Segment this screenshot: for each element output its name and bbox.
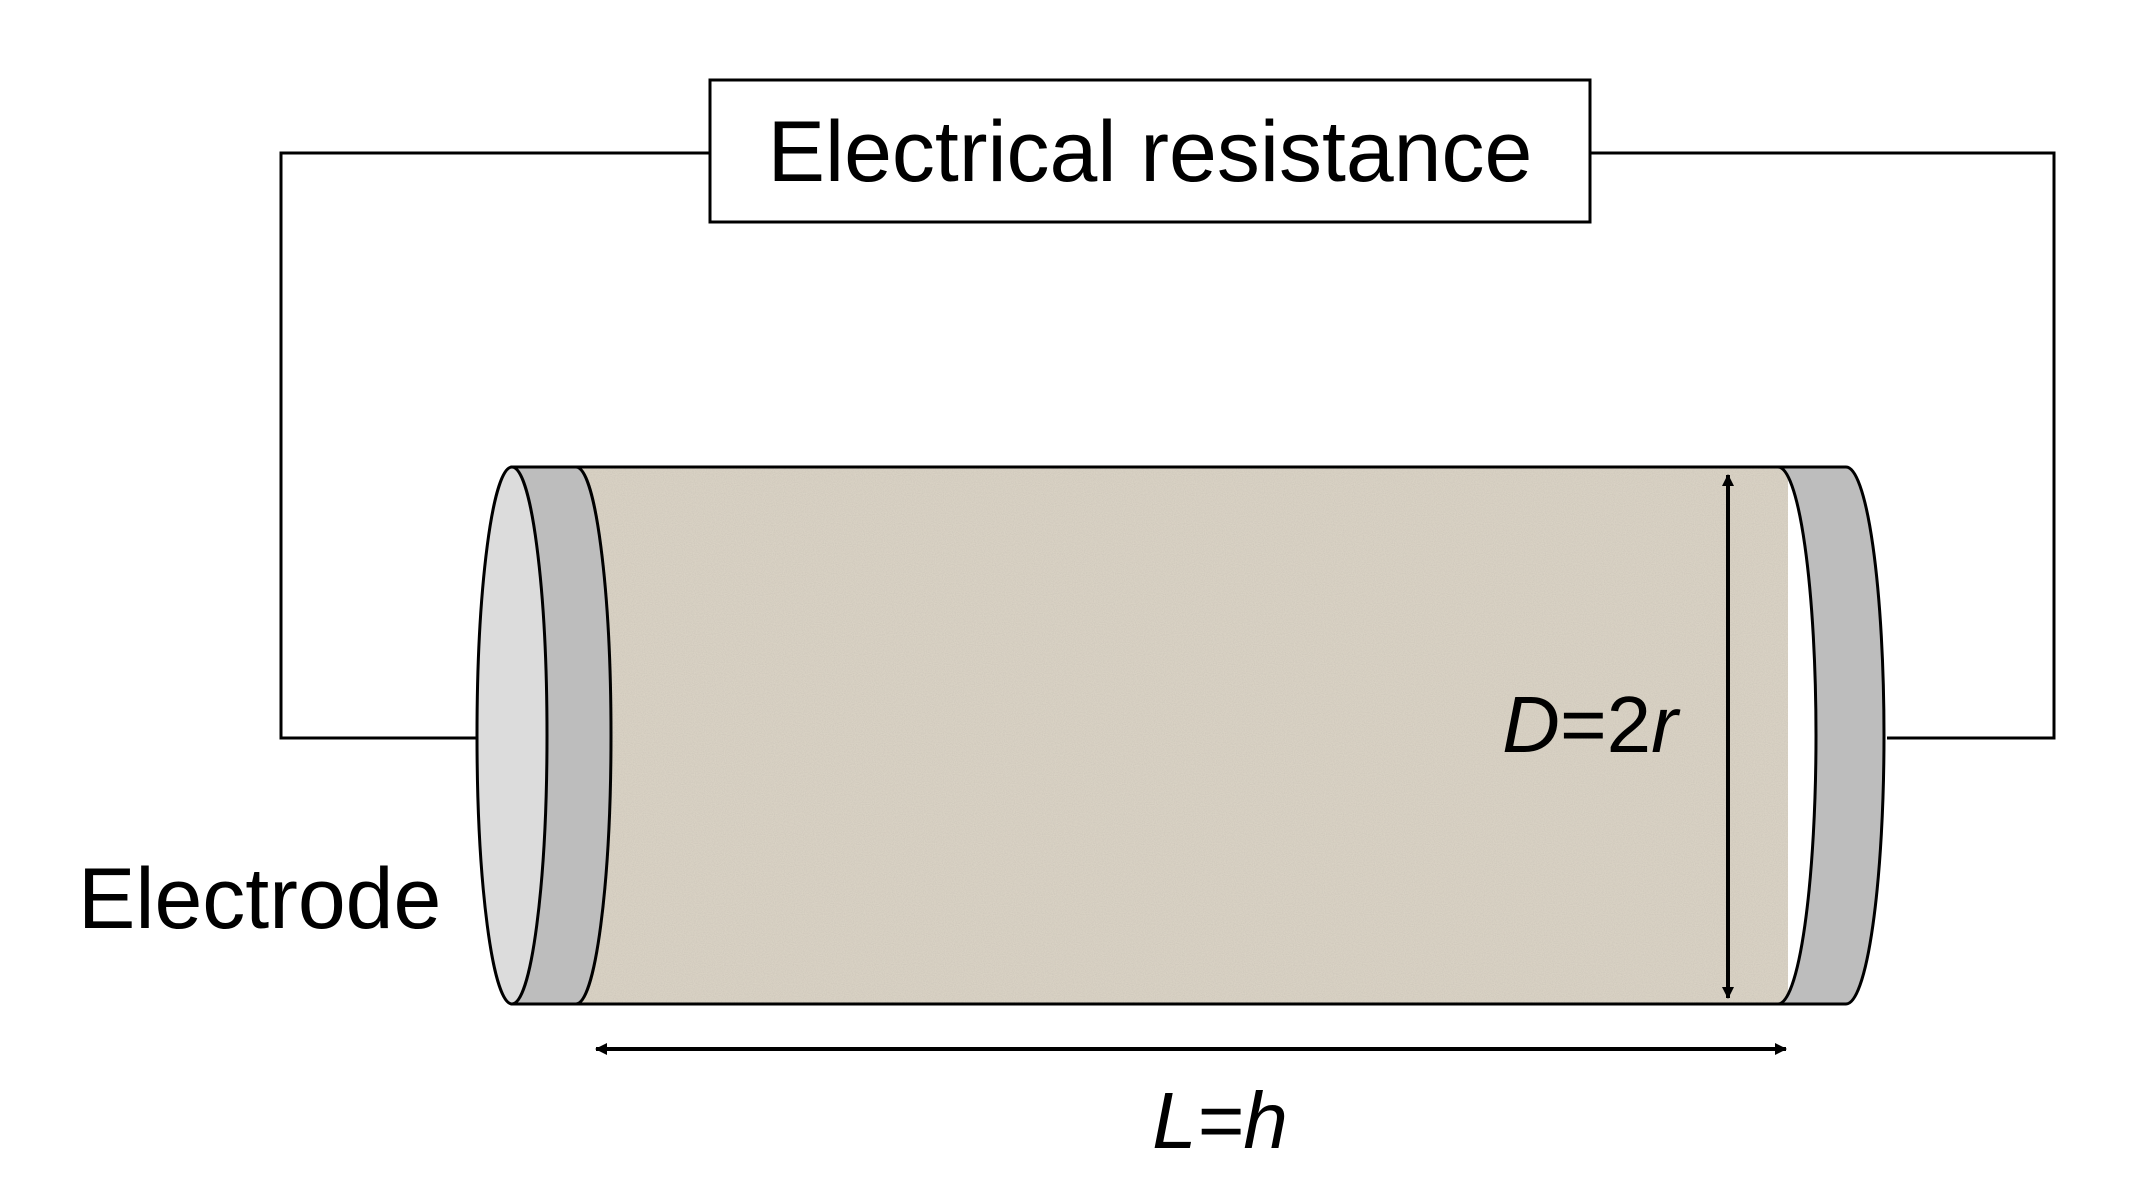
resistance-label: Electrical resistance bbox=[768, 104, 1533, 200]
diameter-label: D=2r bbox=[1502, 680, 1681, 769]
sample-cylinder bbox=[548, 467, 1788, 1004]
right-electrode bbox=[1777, 465, 1886, 1006]
circuit-wire bbox=[279, 151, 2056, 740]
length-label: L=h bbox=[1152, 1076, 1288, 1165]
electrode-face bbox=[475, 465, 549, 1006]
electrode-label: Electrode bbox=[78, 851, 441, 947]
resistance-box bbox=[708, 78, 1592, 224]
left-electrode bbox=[475, 465, 613, 1006]
